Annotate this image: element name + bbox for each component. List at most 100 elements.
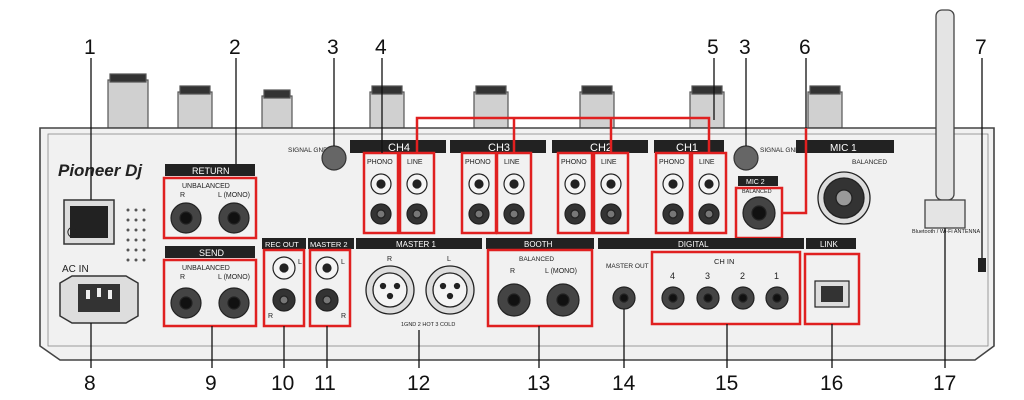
callout-13: 13 bbox=[527, 372, 550, 395]
master1-label: MASTER 1 bbox=[396, 240, 437, 249]
ch2-line-label: LINE bbox=[601, 159, 617, 166]
ch-in-jacks[interactable] bbox=[661, 286, 789, 310]
master2-r: R bbox=[341, 313, 346, 320]
callout-8: 8 bbox=[84, 372, 96, 395]
callout-3b: 3 bbox=[739, 36, 751, 59]
master1-l: L bbox=[447, 256, 451, 263]
channel-sublabels: PHONO LINE PHONO LINE PHONO LINE PHONO L… bbox=[367, 159, 715, 166]
ch3-label: CH3 bbox=[488, 142, 510, 154]
link-header bbox=[806, 238, 856, 249]
mic1-label: MIC 1 bbox=[830, 143, 857, 154]
callout-17: 17 bbox=[933, 372, 956, 395]
master1-header bbox=[356, 238, 482, 249]
ch-in-num-1: 1 bbox=[774, 271, 779, 281]
ch-in-num-4: 4 bbox=[670, 271, 675, 281]
callout-15: 15 bbox=[715, 372, 738, 395]
ch1-line-label: LINE bbox=[699, 159, 715, 166]
master2-label: MASTER 2 bbox=[310, 240, 348, 249]
callout-7: 7 bbox=[975, 36, 987, 59]
mic2-balanced: BALANCED bbox=[742, 189, 772, 195]
ch1-label: CH1 bbox=[676, 142, 698, 154]
return-sub: UNBALANCED bbox=[182, 183, 230, 190]
send-jacks[interactable] bbox=[170, 287, 250, 319]
leader-lines bbox=[90, 58, 983, 368]
callout-6: 6 bbox=[799, 36, 811, 59]
rec-out-label: REC OUT bbox=[265, 240, 299, 249]
callout-5: 5 bbox=[707, 36, 719, 59]
booth-l: L (MONO) bbox=[545, 268, 577, 275]
ch3-phono-label: PHONO bbox=[465, 159, 491, 166]
link-label: LINK bbox=[820, 240, 838, 249]
return-r: R bbox=[180, 192, 185, 199]
rec-out-l: L bbox=[298, 259, 302, 266]
rec-out-header bbox=[262, 238, 306, 249]
booth-header bbox=[486, 238, 594, 249]
ch2-phono-label: PHONO bbox=[561, 159, 587, 166]
master2-l: L bbox=[341, 259, 345, 266]
mic2-header bbox=[738, 176, 778, 186]
power-icon: ⏻ bbox=[67, 224, 78, 240]
master-out-jack[interactable] bbox=[612, 286, 636, 310]
callout-2: 2 bbox=[229, 36, 241, 59]
callout-12: 12 bbox=[407, 372, 430, 395]
master-out-label: MASTER OUT bbox=[606, 263, 649, 270]
security-slot bbox=[978, 258, 986, 272]
signal-gnd-right[interactable] bbox=[733, 145, 759, 171]
ch2-label: CH2 bbox=[590, 142, 612, 154]
callout-16: 16 bbox=[820, 372, 843, 395]
callout-14: 14 bbox=[612, 372, 636, 395]
ch-in-num-3: 3 bbox=[705, 271, 710, 281]
channel-rca-jacks[interactable] bbox=[370, 173, 720, 225]
booth-balanced: BALANCED bbox=[519, 256, 554, 263]
ch-headers bbox=[350, 140, 724, 153]
ch4-phono-label: PHONO bbox=[367, 159, 393, 166]
leader-line-red bbox=[415, 116, 808, 215]
xlr-pin-note: 1GND 2 HOT 3 COLD bbox=[401, 322, 455, 328]
mic1-header bbox=[796, 140, 894, 153]
rec-out-r: R bbox=[268, 313, 273, 320]
signal-gnd-left-label: SIGNAL GND bbox=[288, 147, 328, 154]
return-label: RETURN bbox=[192, 166, 230, 176]
ch4-label: CH4 bbox=[388, 142, 410, 154]
signal-gnd-left[interactable] bbox=[321, 145, 347, 171]
return-l: L (MONO) bbox=[218, 192, 250, 199]
digital-header bbox=[598, 238, 804, 249]
callout-3a: 3 bbox=[327, 36, 339, 59]
mic2-jack[interactable] bbox=[742, 196, 776, 230]
brand-logo: Pioneer Dj bbox=[58, 161, 143, 180]
return-header bbox=[165, 164, 255, 176]
link-port[interactable] bbox=[814, 280, 850, 308]
return-jacks[interactable] bbox=[170, 202, 250, 234]
antenna-label: Bluetooth / Wi-Fi ANTENNA bbox=[912, 229, 980, 235]
mic1-balanced: BALANCED bbox=[852, 159, 887, 166]
master2-jacks[interactable] bbox=[315, 256, 339, 312]
booth-label: BOOTH bbox=[524, 240, 553, 249]
channel-boxes bbox=[362, 151, 728, 235]
ch-in-num-2: 2 bbox=[740, 271, 745, 281]
mic1-combo-jack[interactable] bbox=[817, 171, 871, 225]
ac-inlet[interactable] bbox=[59, 275, 139, 324]
ch3-line-label: LINE bbox=[504, 159, 520, 166]
master1-xlr-jacks[interactable] bbox=[365, 265, 475, 315]
send-header bbox=[165, 246, 255, 258]
signal-gnd-right-label: SIGNAL GND bbox=[760, 147, 800, 154]
send-l: L (MONO) bbox=[218, 274, 250, 281]
ch1-phono-label: PHONO bbox=[659, 159, 685, 166]
send-r: R bbox=[180, 274, 185, 281]
callout-4: 4 bbox=[375, 36, 387, 59]
rec-out-jacks[interactable] bbox=[272, 256, 296, 312]
booth-jacks[interactable] bbox=[497, 283, 580, 317]
mic2-label: MIC 2 bbox=[746, 179, 765, 186]
callout-1: 1 bbox=[84, 36, 96, 59]
ch4-line-label: LINE bbox=[407, 159, 423, 166]
booth-r: R bbox=[510, 268, 515, 275]
master2-header bbox=[308, 238, 354, 249]
ac-in-label: AC IN bbox=[62, 264, 89, 275]
power-switch[interactable] bbox=[63, 199, 115, 245]
callout-9: 9 bbox=[205, 372, 217, 395]
digital-label: DIGITAL bbox=[678, 240, 709, 249]
top-knobs bbox=[107, 73, 843, 129]
callout-numbers: 1 2 3 4 5 3 6 7 8 9 10 11 12 13 14 15 16… bbox=[84, 36, 987, 395]
ch-in-label: CH IN bbox=[714, 257, 734, 266]
